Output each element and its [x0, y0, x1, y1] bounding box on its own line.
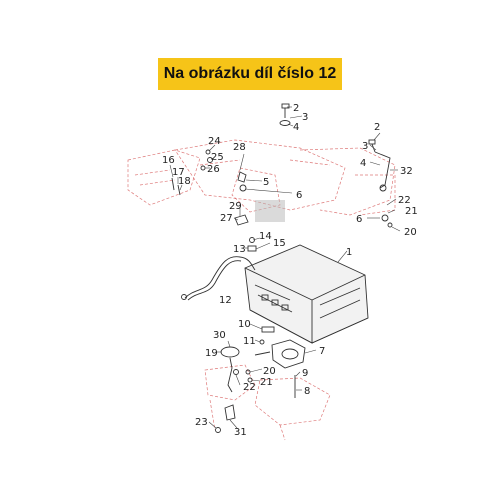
callout-32: 32: [400, 166, 413, 177]
callout-14: 14: [259, 231, 272, 242]
callout-labels: 1 2 3 4 2 3 4 32 5 6 22 21 6 20 28 24 25…: [162, 103, 418, 438]
callout-13: 13: [233, 244, 246, 255]
callout-22-bottom: 22: [243, 382, 256, 393]
callout-21-bottom: 21: [260, 377, 273, 388]
callout-5: 5: [263, 177, 269, 188]
callout-30: 30: [213, 330, 226, 341]
callout-8: 8: [304, 386, 310, 397]
callout-6-right: 6: [356, 214, 362, 225]
callout-18: 18: [178, 176, 191, 187]
callout-20-bottom: 20: [263, 366, 276, 377]
cable-harness-part-12: [181, 256, 256, 301]
callout-1: 1: [346, 247, 352, 258]
callout-2-left: 2: [293, 103, 299, 114]
callout-4-right: 4: [360, 158, 366, 169]
callout-24: 24: [208, 136, 221, 147]
callout-9: 9: [302, 368, 308, 379]
callout-3-left: 3: [302, 112, 308, 123]
callout-15: 15: [273, 238, 286, 249]
callout-31: 31: [234, 427, 247, 438]
callout-17: 17: [172, 167, 185, 178]
callout-29: 29: [229, 201, 242, 212]
callout-3-right: 3: [362, 141, 368, 152]
title-banner: Na obrázku díl číslo 12: [158, 58, 342, 90]
callout-26: 26: [207, 164, 220, 175]
callout-25: 25: [211, 152, 224, 163]
fasteners: [171, 103, 393, 433]
callout-28: 28: [233, 142, 246, 153]
callout-6-top: 6: [296, 190, 302, 201]
callout-11: 11: [243, 336, 256, 347]
callout-21-top: 21: [405, 206, 418, 217]
callout-12: 12: [219, 295, 232, 306]
callout-16: 16: [162, 155, 175, 166]
callout-27: 27: [220, 213, 233, 224]
ghost-frame-outline: [127, 139, 396, 441]
callout-22-top: 22: [398, 195, 411, 206]
leader-lines: [169, 106, 401, 429]
callout-20-top: 20: [404, 227, 417, 238]
callout-2-right: 2: [374, 122, 380, 133]
callout-10: 10: [238, 319, 251, 330]
callout-19: 19: [205, 348, 218, 359]
callout-4-left: 4: [293, 122, 299, 133]
callout-23: 23: [195, 417, 208, 428]
callout-7: 7: [319, 346, 325, 357]
title-text: Na obrázku díl číslo 12: [163, 65, 337, 82]
housing-box-part-1: [244, 244, 369, 344]
